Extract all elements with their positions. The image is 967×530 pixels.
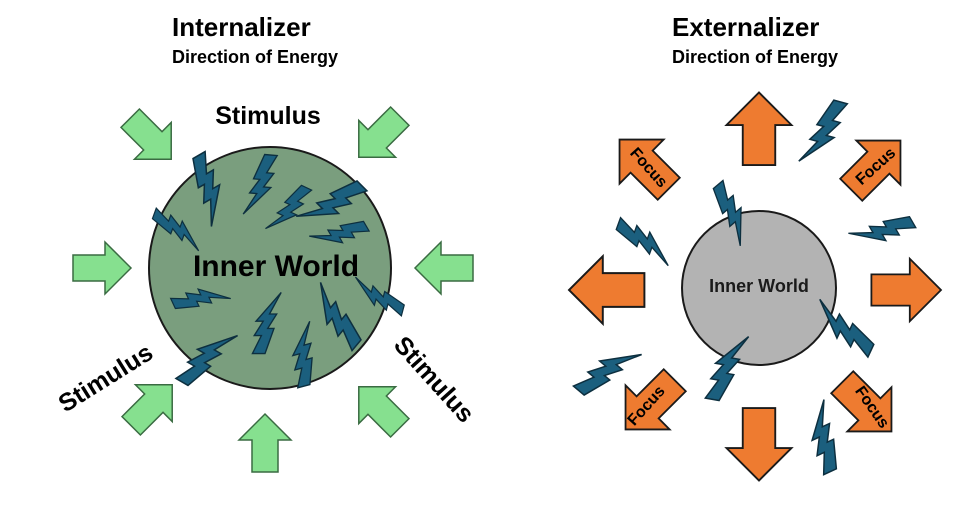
arrow-icon	[568, 255, 646, 325]
arrow-icon	[339, 367, 419, 447]
lightning-icon	[798, 94, 849, 171]
arrow-icon	[72, 241, 132, 295]
internalizer-title: Internalizer	[172, 12, 311, 42]
arrow-icon	[238, 413, 292, 473]
arrow-icon	[725, 407, 793, 482]
lightning-icon	[794, 398, 854, 476]
inner-world-label: Inner World	[709, 276, 809, 296]
externalizer-panel: Externalizer Direction of Energy Inner W…	[568, 12, 942, 482]
internalizer-panel: Internalizer Direction of Energy Inner W…	[54, 12, 480, 473]
arrow-icon	[414, 241, 474, 295]
arrow-icon	[870, 257, 942, 323]
arrow-icon	[725, 91, 793, 166]
arrow-icon	[111, 99, 191, 179]
externalizer-title: Externalizer	[672, 12, 819, 42]
inner-world-circle	[681, 210, 837, 366]
inner-world-label: Inner World	[193, 250, 359, 283]
internalizer-subtitle: Direction of Energy	[172, 47, 338, 67]
arrow-icon	[339, 97, 419, 177]
stimulus-label-top: Stimulus	[215, 102, 321, 130]
lightning-icon	[847, 201, 917, 259]
lightning-icon	[610, 217, 679, 267]
externalizer-subtitle: Direction of Energy	[672, 47, 838, 67]
